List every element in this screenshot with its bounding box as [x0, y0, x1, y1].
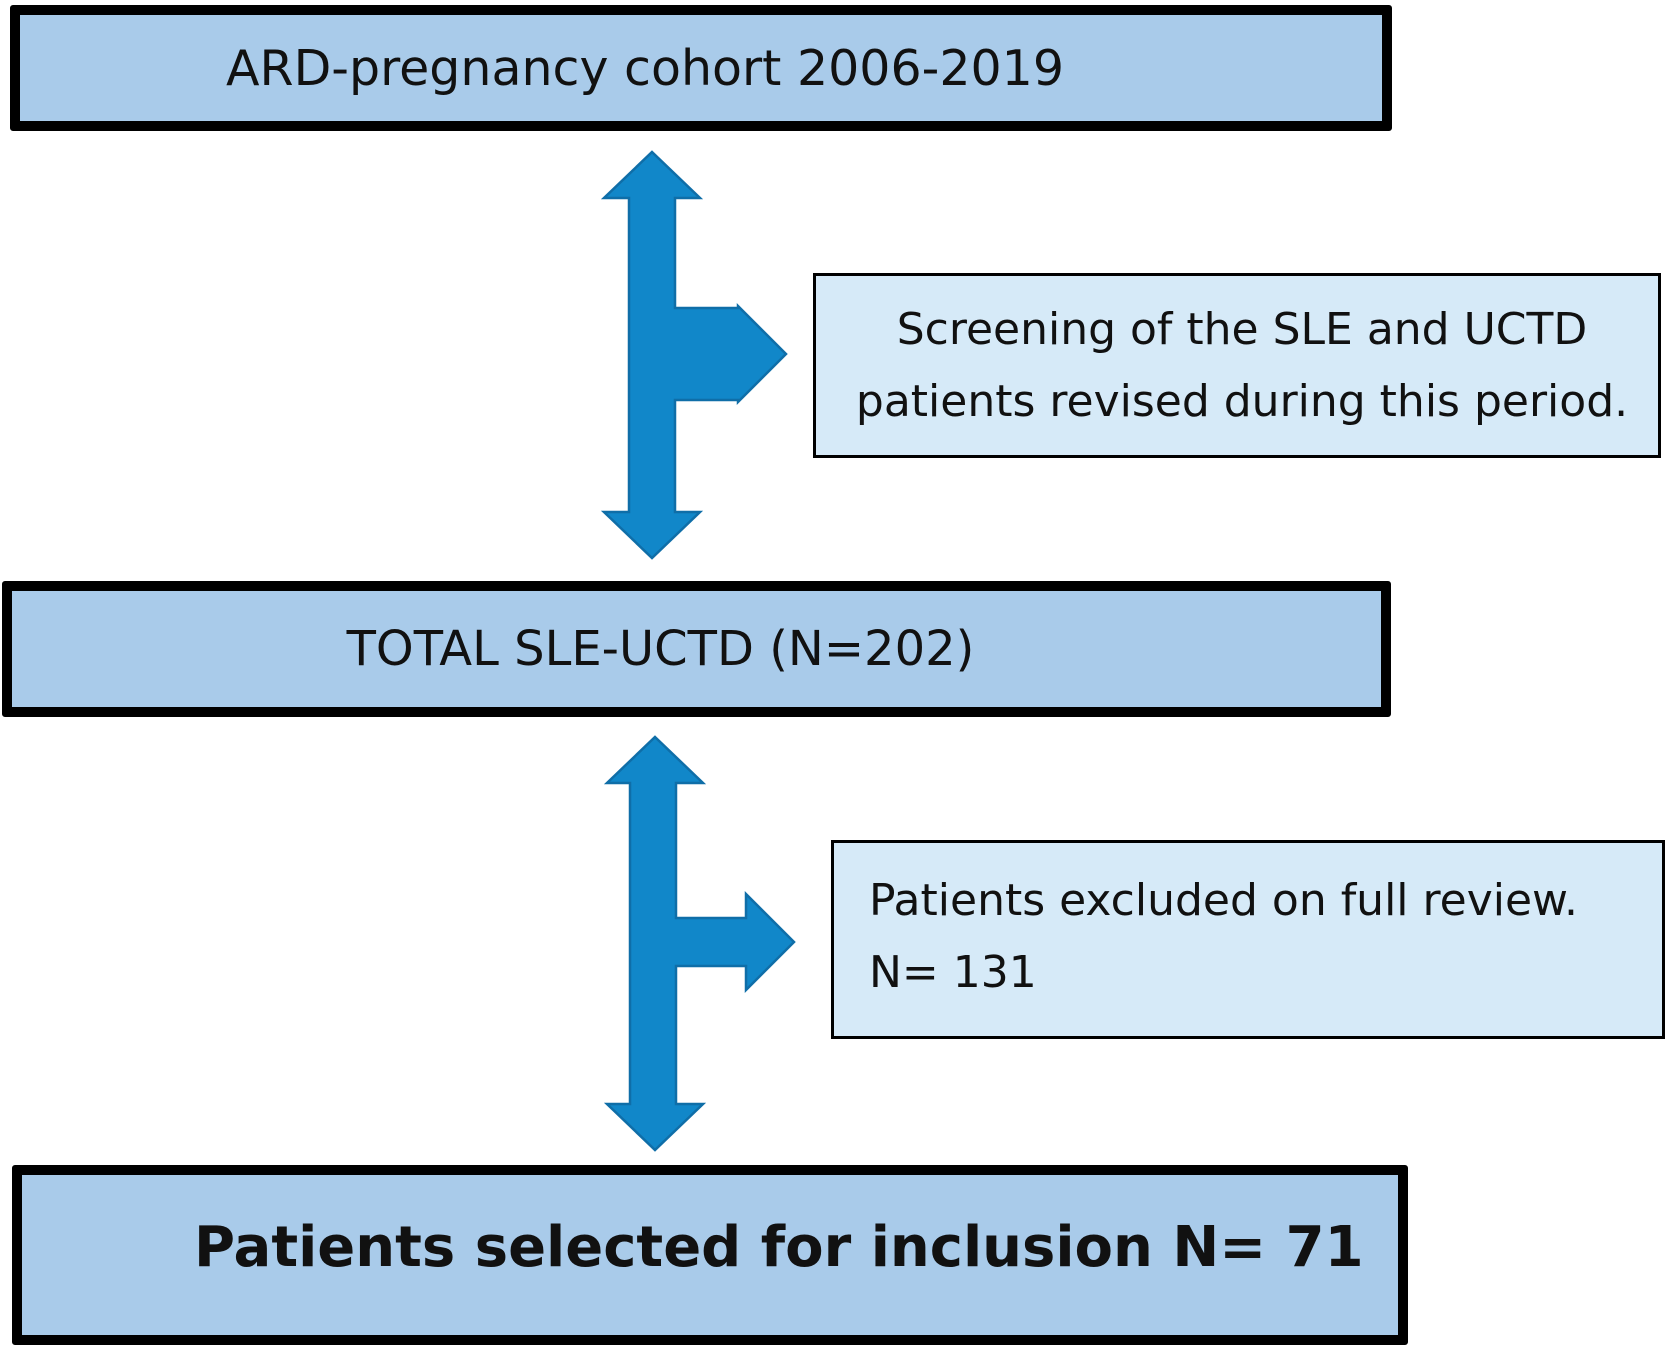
- excluded-box-text: Patients excluded on full review. N= 131: [869, 865, 1578, 1009]
- branch-arrow-top-icon: [600, 150, 788, 560]
- included-box-label: Patients selected for inclusion N= 71: [194, 1215, 1364, 1280]
- total-box-label: TOTAL SLE-UCTD (N=202): [346, 621, 975, 677]
- screening-box-line-2: patients revised during this period.: [855, 375, 1629, 427]
- cohort-box-label: ARD-pregnancy cohort 2006-2019: [226, 39, 1065, 97]
- screening-box-line-1: Screening of the SLE and UCTD: [896, 303, 1588, 355]
- total-box: TOTAL SLE-UCTD (N=202): [2, 581, 1391, 717]
- excluded-box: Patients excluded on full review. N= 131: [831, 840, 1665, 1039]
- branch-arrow-bottom-icon: [603, 735, 796, 1152]
- screening-box-text: Screening of the SLE and UCTD patients r…: [856, 294, 1628, 438]
- cohort-box: ARD-pregnancy cohort 2006-2019: [10, 5, 1392, 131]
- screening-box: Screening of the SLE and UCTD patients r…: [813, 273, 1661, 458]
- excluded-box-line-2: N= 131: [869, 947, 1037, 998]
- excluded-box-line-1: Patients excluded on full review.: [869, 875, 1578, 926]
- included-box: Patients selected for inclusion N= 71: [12, 1165, 1408, 1345]
